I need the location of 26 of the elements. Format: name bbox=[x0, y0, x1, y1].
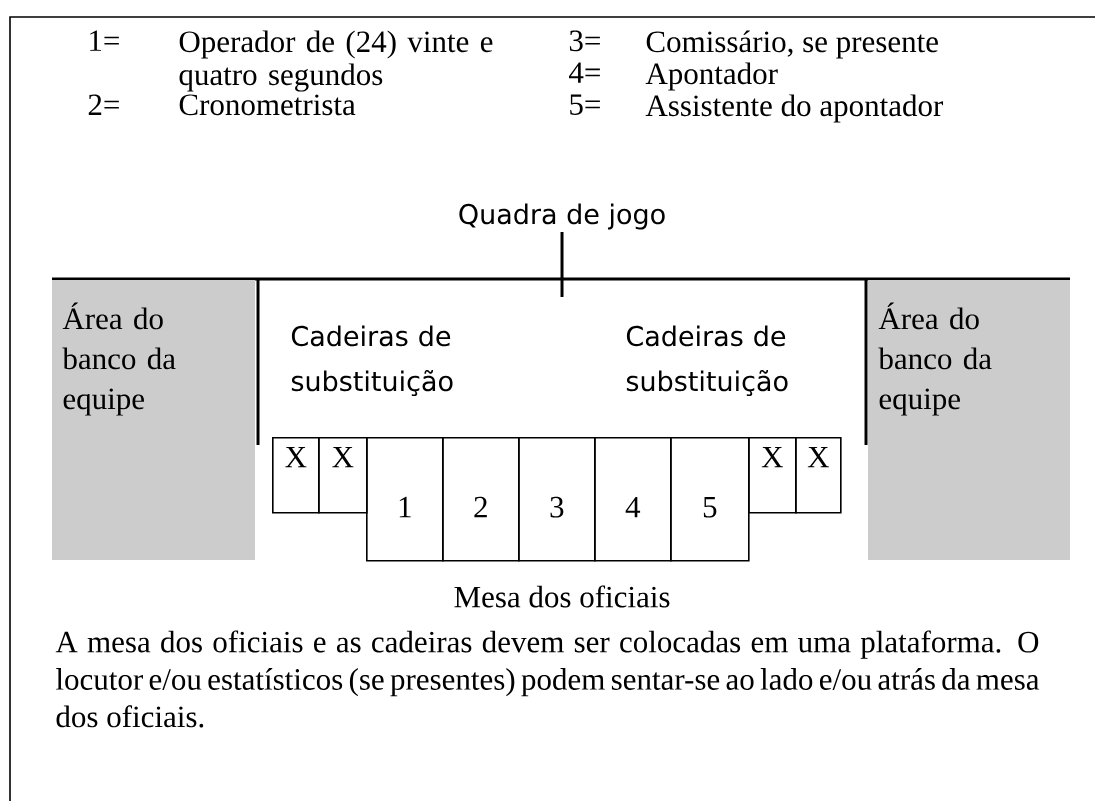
key-number: 1= bbox=[90, 30, 119, 51]
key-number: 5= bbox=[570, 94, 600, 115]
key-text: Operador de (24) vinte e quatro segundos bbox=[179, 30, 493, 92]
chair-box: X bbox=[272, 437, 320, 514]
official-seat: 4 bbox=[594, 437, 672, 562]
key-text: Cronometrista bbox=[179, 94, 356, 116]
key-number: 2= bbox=[88, 94, 119, 115]
chair-box: X bbox=[748, 437, 797, 514]
chair-box: X bbox=[795, 437, 842, 514]
official-seat: 3 bbox=[518, 437, 596, 562]
chairs-label: Cadeiras de substituição bbox=[291, 325, 453, 397]
key-text: Apontador bbox=[645, 62, 778, 91]
key-number: 4= bbox=[569, 62, 600, 83]
court-label: Quadra de jogo bbox=[459, 203, 665, 230]
key-number: 3= bbox=[569, 30, 600, 52]
official-seat: 5 bbox=[670, 437, 750, 562]
official-seat: 2 bbox=[442, 437, 520, 562]
key-text: Assistente do apontador bbox=[645, 94, 944, 123]
chairs-label: Cadeiras de substituição bbox=[626, 325, 788, 397]
chair-box: X bbox=[318, 437, 368, 514]
official-seat: 1 bbox=[366, 437, 444, 562]
bench-area: Área do banco da equipe bbox=[52, 280, 255, 560]
table-label: Mesa dos oficiais bbox=[454, 585, 670, 608]
note-text: A mesa dos oficiais e as cadeiras devem ser colocadas em uma plataforma. O locutor e/ou estatísticos (se presentes) podem sentar-se ao lado e/ou atrás da mesa dos oficiais. bbox=[55, 630, 1040, 728]
key-text: Comissário, se presente bbox=[646, 30, 938, 59]
bench-area: Área do banco da equipe bbox=[868, 280, 1070, 560]
